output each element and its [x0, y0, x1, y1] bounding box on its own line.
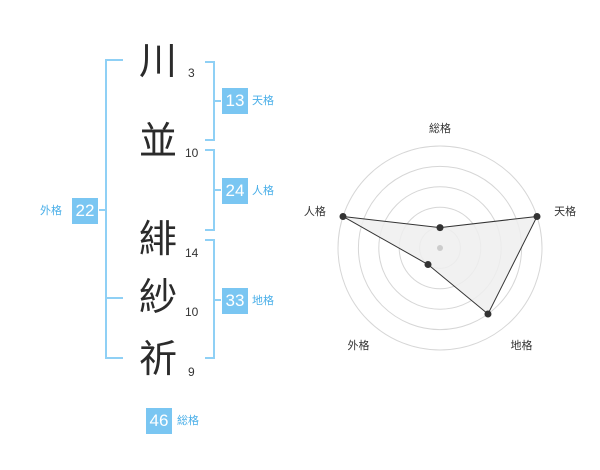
- jinkaku-bracket: [205, 149, 215, 231]
- jinkaku-label: 人格: [252, 184, 274, 197]
- radar-center-dot: [437, 245, 443, 251]
- stroke-count-2: 10: [185, 146, 199, 160]
- jinkaku-value: 24: [222, 178, 248, 204]
- gaikaku-value: 22: [72, 198, 98, 224]
- radar-point-2: [533, 212, 541, 220]
- chikaku-label: 地格: [252, 294, 274, 307]
- gaikaku-label: 外格: [40, 204, 62, 217]
- radar-point-4: [424, 261, 432, 269]
- stroke-count-3: 14: [185, 246, 199, 260]
- tenkaku-value: 13: [222, 88, 248, 114]
- name-character-2: 並: [139, 119, 178, 163]
- stroke-count-4: 10: [185, 305, 199, 319]
- radar-polygon: [342, 215, 538, 315]
- radar-axis-label-5: 人格: [304, 204, 326, 218]
- name-character-4: 紗: [139, 275, 178, 319]
- name-character-3: 緋: [139, 217, 178, 261]
- radar-axis-label-4: 外格: [347, 338, 369, 352]
- soukaku-value: 46: [146, 408, 172, 434]
- name-character-5: 祈: [139, 337, 178, 381]
- tenkaku-bracket: [205, 61, 215, 141]
- stroke-count-1: 3: [188, 66, 195, 80]
- radar-axis-label-1: 総格: [429, 121, 451, 135]
- soukaku-label: 総格: [177, 414, 199, 427]
- radar-point-3: [484, 310, 492, 318]
- radar-axis-label-3: 地格: [511, 338, 533, 352]
- name-character-1: 川: [139, 39, 178, 83]
- tenkaku-label: 天格: [252, 94, 274, 107]
- gaikaku-bracket: [105, 59, 123, 359]
- radar-axis-label-2: 天格: [554, 204, 576, 218]
- stroke-count-5: 9: [188, 365, 195, 379]
- chikaku-value: 33: [222, 288, 248, 314]
- radar-point-1: [436, 224, 444, 232]
- radar-ring-5: [337, 145, 543, 351]
- radar-point-5: [339, 212, 347, 220]
- chikaku-bracket: [205, 239, 215, 359]
